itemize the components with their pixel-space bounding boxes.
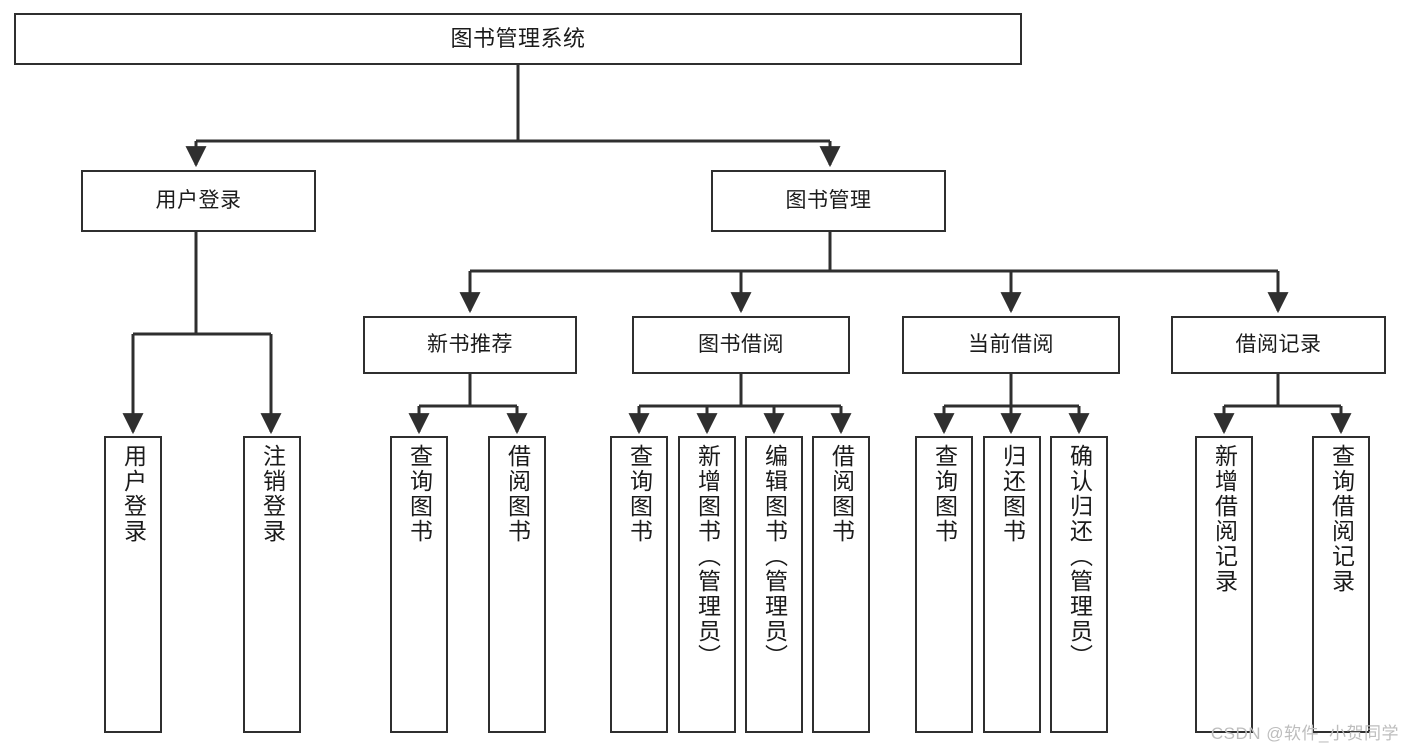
node-label: 查询图书 bbox=[406, 444, 433, 544]
node-user-login[interactable]: 用户登录 bbox=[81, 170, 316, 232]
node-leaf-query-record[interactable]: 查询借阅记录 bbox=[1312, 436, 1370, 733]
node-leaf-borrow-book-2[interactable]: 借阅图书 bbox=[812, 436, 870, 733]
node-label: 图书管理系统 bbox=[450, 26, 586, 52]
node-label: 图书管理 bbox=[785, 188, 872, 212]
node-label: 借阅记录 bbox=[1235, 332, 1322, 356]
node-root-system[interactable]: 图书管理系统 bbox=[14, 13, 1022, 65]
node-leaf-confirm-return[interactable]: 确认归还（管理员） bbox=[1050, 436, 1108, 733]
node-leaf-query-book-2[interactable]: 查询图书 bbox=[610, 436, 668, 733]
node-current-borrow[interactable]: 当前借阅 bbox=[902, 316, 1120, 374]
node-new-book-recommend[interactable]: 新书推荐 bbox=[363, 316, 577, 374]
node-leaf-user-logout[interactable]: 注销登录 bbox=[243, 436, 301, 733]
node-borrow-record[interactable]: 借阅记录 bbox=[1171, 316, 1386, 374]
node-label: 借阅图书 bbox=[828, 444, 855, 544]
node-leaf-return-book[interactable]: 归还图书 bbox=[983, 436, 1041, 733]
node-label: 编辑图书（管理员） bbox=[761, 444, 788, 669]
node-label: 查询借阅记录 bbox=[1328, 444, 1355, 594]
node-label: 新增图书（管理员） bbox=[694, 444, 721, 669]
node-leaf-user-login[interactable]: 用户登录 bbox=[104, 436, 162, 733]
node-leaf-query-book-1[interactable]: 查询图书 bbox=[390, 436, 448, 733]
node-leaf-add-book[interactable]: 新增图书（管理员） bbox=[678, 436, 736, 733]
node-label: 新增借阅记录 bbox=[1211, 444, 1238, 594]
node-label: 当前借阅 bbox=[968, 332, 1054, 356]
node-book-manage[interactable]: 图书管理 bbox=[711, 170, 946, 232]
node-label: 归还图书 bbox=[999, 444, 1026, 544]
watermark-text: CSDN @软件_小贺同学 bbox=[1210, 724, 1399, 743]
node-label: 新书推荐 bbox=[427, 332, 513, 356]
node-label: 注销登录 bbox=[259, 444, 286, 544]
node-label: 查询图书 bbox=[931, 444, 958, 544]
node-label: 借阅图书 bbox=[504, 444, 531, 544]
node-label: 图书借阅 bbox=[698, 332, 784, 356]
node-label: 查询图书 bbox=[626, 444, 653, 544]
node-book-borrow[interactable]: 图书借阅 bbox=[632, 316, 850, 374]
node-label: 用户登录 bbox=[120, 444, 147, 544]
node-leaf-query-book-3[interactable]: 查询图书 bbox=[915, 436, 973, 733]
node-label: 确认归还（管理员） bbox=[1066, 444, 1093, 669]
node-leaf-borrow-book-1[interactable]: 借阅图书 bbox=[488, 436, 546, 733]
node-leaf-add-record[interactable]: 新增借阅记录 bbox=[1195, 436, 1253, 733]
node-leaf-edit-book[interactable]: 编辑图书（管理员） bbox=[745, 436, 803, 733]
node-label: 用户登录 bbox=[155, 188, 242, 212]
